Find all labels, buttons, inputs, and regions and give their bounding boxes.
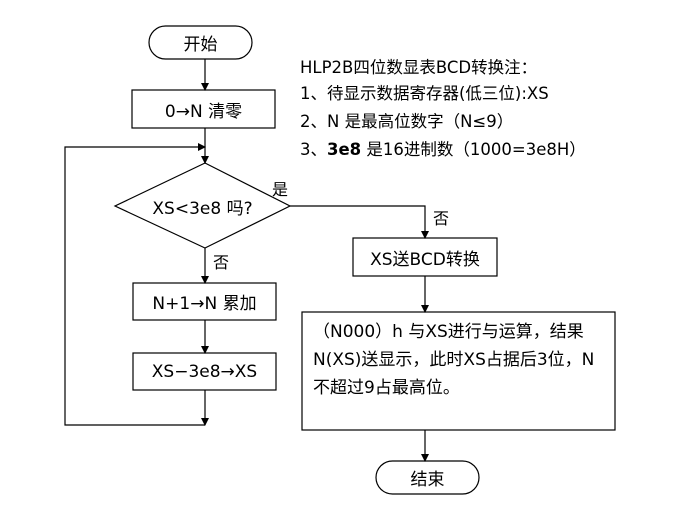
start-label: 开始 <box>183 35 218 55</box>
note-line2: 2、N 是最高位数字（N≤9） <box>300 112 514 131</box>
yes-label: 是 <box>272 180 289 199</box>
no-down-label: 否 <box>213 253 230 272</box>
note-line3-prefix: 3、 <box>300 140 327 159</box>
init-label: 0→N 清零 <box>164 101 243 122</box>
subtract-label: XS−3e8→XS <box>151 361 258 382</box>
decision-label: XS<3e8 吗? <box>152 198 253 219</box>
end-label: 结束 <box>410 470 445 490</box>
increment-label: N+1→N 累加 <box>152 294 257 314</box>
arrow-decision-bcd <box>290 205 429 239</box>
note-line3-bold: 3e8 <box>327 140 362 159</box>
note-line3-suffix: 是16进制数（1000=3e8H） <box>361 140 586 159</box>
note-line3: 3、3e8 是16进制数（1000=3e8H） <box>300 136 586 160</box>
no-right-label: 否 <box>433 209 450 228</box>
process-box <box>301 311 616 431</box>
note-title: HLP2B四位数显表BCD转换注： <box>300 58 538 77</box>
process-text: （N000）h 与XS进行与运算，结果N(XS)送显示，此时XS占据后3位，N不… <box>313 322 595 398</box>
note-line1: 1、待显示数据寄存器(低三位):XS <box>300 84 549 103</box>
bcd-label: XS送BCD转换 <box>370 249 480 270</box>
loop-back-line <box>64 143 206 426</box>
start-terminator <box>148 25 253 60</box>
